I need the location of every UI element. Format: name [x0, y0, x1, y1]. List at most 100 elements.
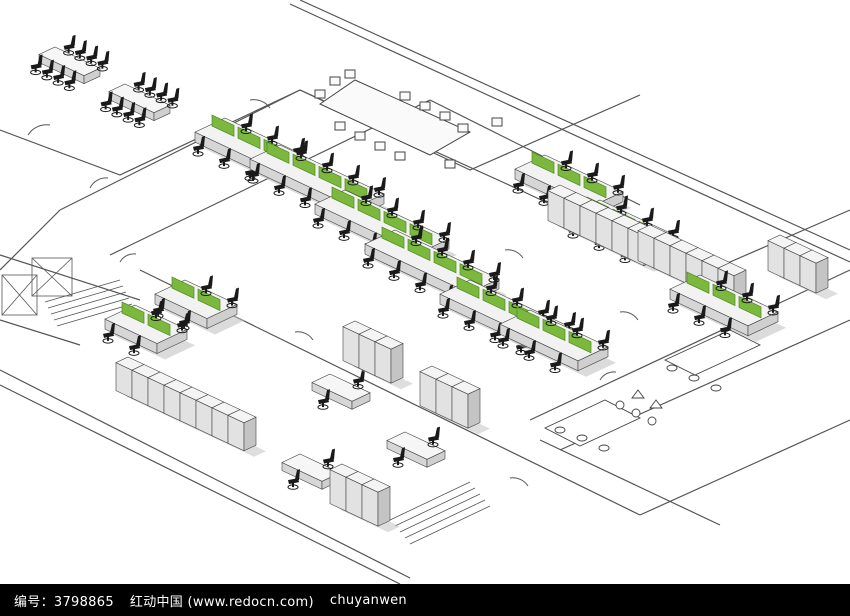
- chair-back: [234, 287, 239, 299]
- chair-icon: [150, 300, 163, 322]
- chair-icon: [102, 322, 115, 344]
- chair-icon: [549, 352, 562, 374]
- chair-back: [531, 340, 536, 352]
- chair-icon: [200, 275, 213, 297]
- chair-seat: [439, 231, 450, 238]
- chair-icon: [437, 297, 450, 319]
- chair-icon: [719, 317, 732, 339]
- site-label: 红动中国 (www.redocn.com): [129, 594, 314, 610]
- chair-outline: [439, 111, 451, 121]
- door-arc: [119, 253, 137, 263]
- chair-post: [720, 282, 722, 289]
- chair-post: [576, 329, 578, 336]
- chair-back: [400, 447, 405, 459]
- chair-post: [378, 189, 380, 196]
- table: [311, 373, 371, 410]
- chair-icon: [322, 448, 335, 470]
- chair-seat: [572, 326, 583, 333]
- chair-seat: [63, 43, 75, 50]
- chair-back: [151, 77, 157, 89]
- chair-back: [435, 426, 440, 438]
- chair-icon: [155, 82, 169, 104]
- chair-icon: [100, 91, 113, 113]
- chair-post: [672, 231, 674, 238]
- chair-seat: [274, 184, 285, 191]
- chair-post: [490, 287, 492, 294]
- chair-back: [545, 299, 550, 311]
- cabinet-end: [243, 416, 257, 452]
- door-arc: [504, 249, 524, 259]
- chair-back: [184, 312, 189, 324]
- chair-back: [355, 164, 360, 176]
- chair-seat: [177, 321, 188, 328]
- chair-icon: [144, 77, 157, 98]
- chair-back: [553, 305, 558, 317]
- chair-seat: [561, 159, 572, 166]
- green-partition: [433, 250, 457, 274]
- chair-icon: [497, 327, 510, 349]
- chair-post: [772, 306, 774, 313]
- chair-seat: [74, 49, 86, 56]
- elevator-cross: [31, 257, 73, 297]
- chair-post: [415, 237, 417, 244]
- chair-icon: [386, 197, 399, 219]
- table-group: [311, 373, 371, 410]
- chair-back: [60, 64, 66, 76]
- chair-seat: [642, 216, 653, 223]
- chair-icon: [767, 294, 780, 316]
- floor-plan-area: [0, 0, 850, 584]
- chair-back: [649, 207, 654, 219]
- chair-seat: [134, 116, 146, 123]
- door-arc: [294, 331, 314, 341]
- chair-back: [749, 282, 754, 294]
- door-arc: [249, 99, 271, 109]
- chair-back: [605, 329, 610, 341]
- chair-back: [470, 249, 475, 261]
- chair-icon: [641, 207, 654, 229]
- urinal-icon: [631, 389, 645, 399]
- chair-seat: [300, 196, 311, 203]
- chair-back: [675, 292, 680, 304]
- chair-post: [300, 152, 302, 159]
- chair-back: [471, 310, 476, 322]
- chair-post: [171, 99, 174, 106]
- chair-icon: [312, 207, 325, 229]
- chair-back: [568, 150, 573, 162]
- table-top: [311, 373, 371, 402]
- outer-wall-top-inner: [289, 3, 850, 263]
- chair-back: [107, 91, 113, 103]
- chair-post: [602, 341, 604, 348]
- chair-post: [252, 174, 254, 181]
- restroom-wall: [529, 269, 850, 421]
- chair-icon: [240, 113, 253, 135]
- chair-seat: [323, 457, 334, 464]
- chair-seat: [193, 144, 204, 151]
- chair-back: [136, 335, 141, 347]
- chair-icon: [436, 237, 449, 259]
- chair-post: [432, 438, 434, 445]
- storage-cabinets: [767, 234, 838, 300]
- chair-back: [81, 40, 87, 52]
- chair-outline: [419, 101, 431, 111]
- chair-seat: [111, 105, 123, 112]
- meeting-room-table: [314, 69, 503, 169]
- chair-post: [137, 83, 140, 90]
- chair-seat: [463, 258, 474, 265]
- chair-seat: [598, 338, 609, 345]
- chair-back: [422, 272, 427, 284]
- chair-outline: [374, 141, 386, 151]
- toilet-icon: [666, 364, 678, 372]
- chair-seat: [313, 216, 324, 223]
- stairwell: [1, 257, 491, 545]
- chair-outline: [457, 123, 469, 133]
- chair-back: [520, 172, 525, 184]
- chair-back: [330, 448, 335, 460]
- chair-post: [352, 176, 354, 183]
- chair-back: [519, 287, 524, 299]
- chair-back: [110, 322, 115, 334]
- chair-outline: [444, 159, 456, 169]
- chair-seat: [156, 91, 168, 98]
- workstation-pod: [669, 271, 786, 342]
- stair-steps-south: [389, 481, 491, 545]
- chair-icon: [741, 282, 754, 304]
